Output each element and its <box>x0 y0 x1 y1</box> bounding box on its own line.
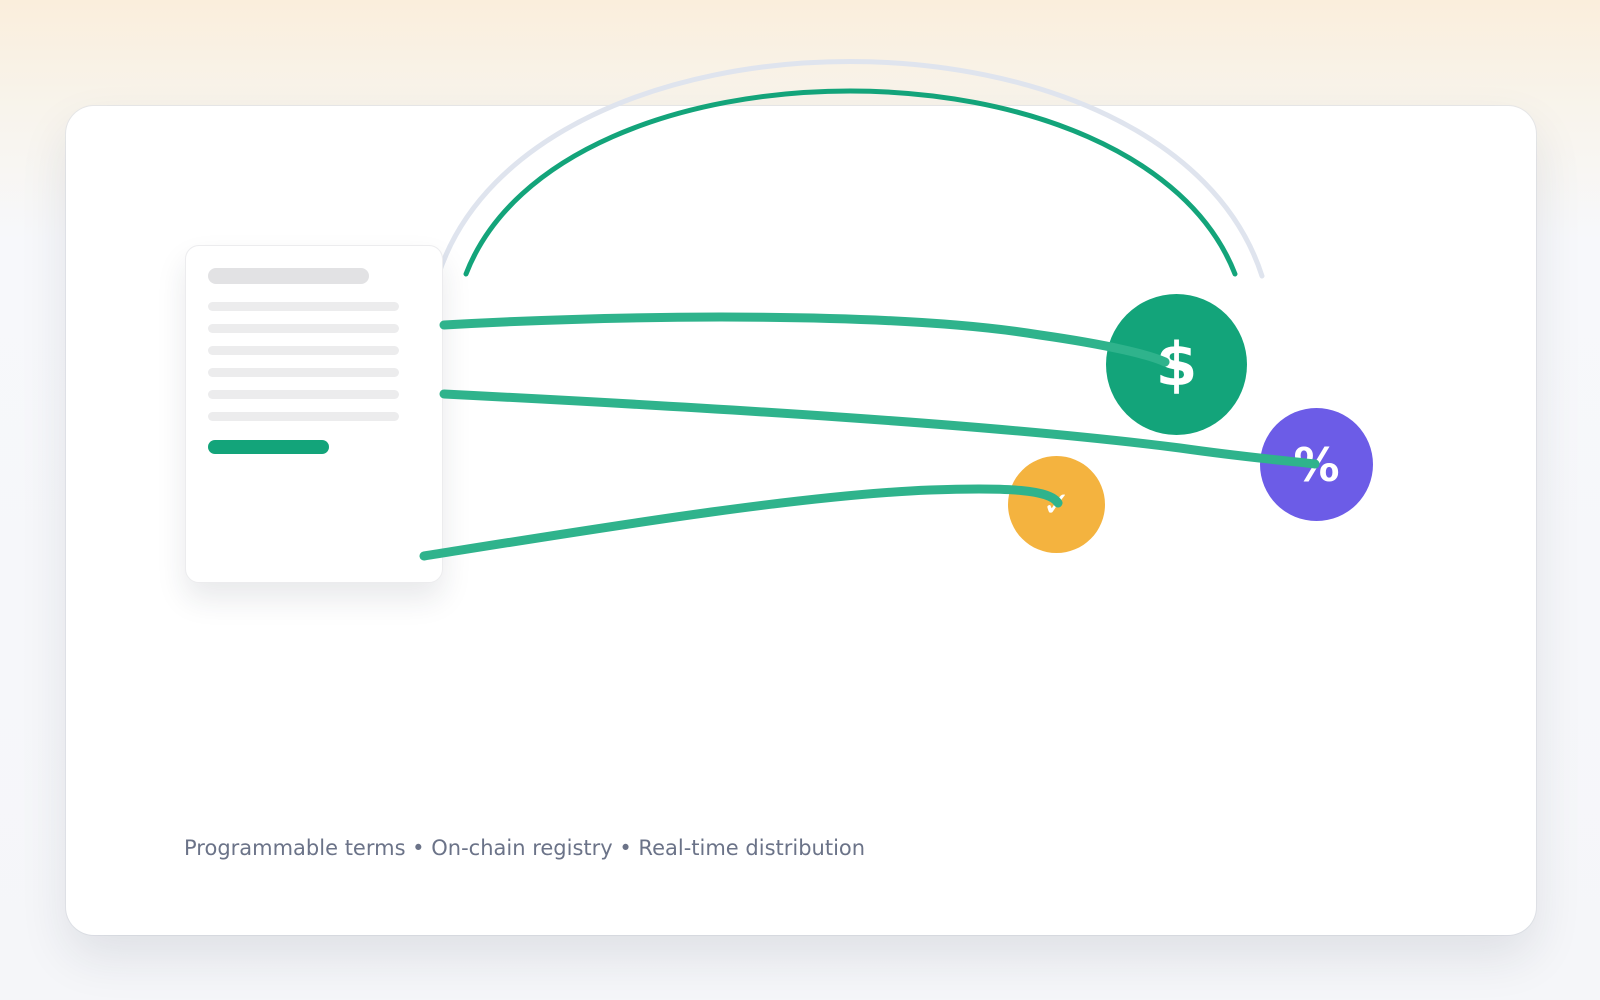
document-text-line <box>208 368 399 377</box>
check-icon: ✓ <box>1008 456 1105 553</box>
dollar-icon: $ <box>1106 294 1247 435</box>
inner-arc <box>463 88 1238 277</box>
document-text-line <box>208 324 399 333</box>
document-text-line <box>208 346 399 355</box>
feature-caption: Programmable terms • On-chain registry •… <box>184 836 866 860</box>
document-title-placeholder <box>208 268 369 284</box>
document-text-line <box>208 390 399 399</box>
outer-arc <box>435 59 1265 279</box>
document-text-line <box>208 412 399 421</box>
percent-icon: % <box>1260 408 1373 521</box>
document-highlight-bar <box>208 440 329 454</box>
document-text-line <box>208 302 399 311</box>
contract-document <box>185 245 443 583</box>
